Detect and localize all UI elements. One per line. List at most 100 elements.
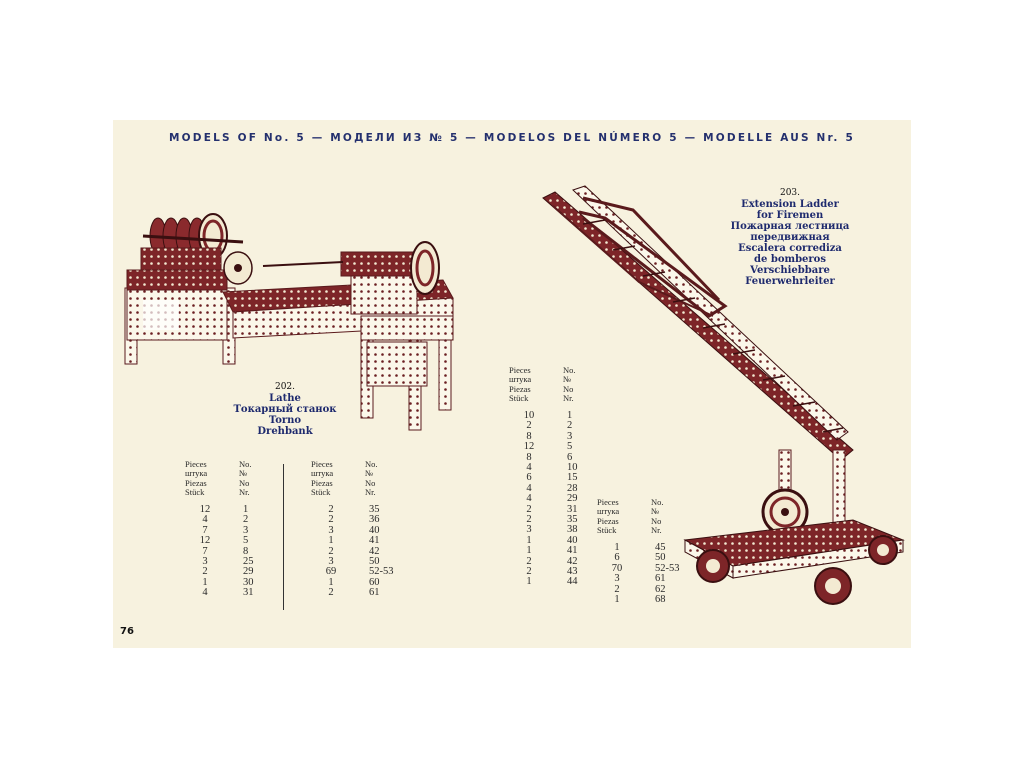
header-label: Nr. (365, 486, 376, 497)
pieces-cell: 70 (611, 562, 623, 574)
header-label: Stück (509, 392, 529, 403)
header-label: Pieces (185, 459, 207, 469)
part-number-cell: 5 (567, 441, 573, 453)
part-number-cell: 1 (243, 504, 249, 515)
header-label: № (563, 374, 572, 385)
pieces-cell: 3 (328, 556, 334, 567)
pieces-cell: 8 (526, 430, 532, 442)
model-name-line: Пожарная лестница (730, 221, 850, 232)
header-label: Stück (311, 486, 331, 497)
pieces-cell: 8 (526, 451, 532, 463)
part-number-cell: 40 (567, 534, 578, 546)
header-label: Piezas (597, 515, 619, 526)
part-number-cell: 50 (369, 556, 380, 567)
header-label: No (239, 477, 250, 488)
lathe-illustration (124, 213, 454, 431)
header-label: Piezas (311, 477, 333, 488)
part-number-cell: 25 (243, 556, 254, 567)
part-number-cell: 6 (567, 451, 573, 463)
part-number-cell: 31 (567, 503, 578, 515)
ladder-caption: 203. Extension Ladder for Firemen Пожарн… (725, 188, 855, 287)
pieces-cell: 2 (526, 566, 532, 577)
pieces-cell: 2 (328, 514, 334, 526)
pieces-cell: 4 (202, 514, 208, 526)
part-number-cell: 3 (567, 430, 573, 442)
pieces-cell: 10 (523, 410, 535, 421)
part-number-cell: 62 (655, 583, 666, 595)
header-label: № (365, 468, 374, 479)
pieces-cell: 7 (202, 545, 208, 557)
header-label: Nr. (239, 486, 250, 497)
part-number-cell: 5 (243, 535, 249, 547)
part-number-cell: 28 (567, 482, 578, 494)
pieces-cell: 1 (526, 545, 532, 557)
part-number-cell: 42 (369, 545, 380, 557)
header-label: Piezas (509, 383, 531, 394)
page-number: 76 (120, 626, 134, 637)
model-name-line: передвижная (750, 232, 830, 243)
pieces-cell: 2 (526, 503, 532, 515)
lathe-caption: 202. Lathe Токарный станок Torno Drehban… (205, 382, 365, 437)
model-name-line: Extension Ladder (741, 199, 839, 210)
pieces-cell: 4 (526, 482, 532, 494)
header-label: No (365, 477, 376, 488)
header-label: No (563, 383, 574, 394)
part-number-cell: 15 (567, 472, 578, 484)
header-label: Nr. (651, 524, 662, 535)
part-number-cell: 2 (243, 514, 249, 526)
part-number-cell: 10 (567, 462, 578, 473)
pieces-cell: 2 (614, 583, 620, 595)
header-label: Pieces (509, 365, 531, 375)
model-name-line: Escalera corrediza (738, 243, 842, 254)
header-label: Nr. (563, 392, 574, 403)
pieces-cell: 4 (202, 587, 208, 599)
part-number-cell: 2 (567, 420, 573, 432)
pieces-cell: 69 (325, 566, 337, 578)
part-number-cell: 61 (369, 587, 380, 599)
pieces-cell: 2 (202, 566, 208, 578)
header-label: Pieces (311, 459, 333, 469)
header-label: № (651, 506, 660, 517)
pieces-cell: 3 (614, 573, 620, 585)
pieces-cell: 4 (526, 462, 532, 473)
pieces-cell: 6 (526, 472, 532, 484)
pieces-cell: 1 (328, 576, 334, 588)
pieces-cell: 2 (526, 555, 532, 567)
model-name-line: for Firemen (756, 210, 824, 221)
pieces-cell: 1 (526, 534, 532, 546)
model-name-ru: Токарный станок (233, 404, 337, 415)
header-label: No. (239, 459, 252, 469)
part-number-cell: 50 (655, 552, 666, 564)
part-number-cell: 31 (243, 587, 254, 599)
part-number-cell: 35 (567, 514, 578, 525)
header-label: Stück (597, 524, 617, 535)
pieces-cell: 3 (526, 524, 532, 536)
part-number-cell: 3 (243, 524, 249, 536)
part-number-cell: 43 (567, 566, 578, 577)
header-label: штука (509, 374, 532, 385)
pieces-cell: 2 (526, 514, 532, 525)
header-label: штука (597, 506, 620, 517)
part-number-cell: 42 (567, 555, 578, 567)
pieces-cell: 1 (614, 542, 620, 553)
pieces-cell: 3 (202, 556, 208, 567)
part-number-cell: 45 (655, 542, 666, 553)
pieces-cell: 1 (526, 576, 532, 588)
header-label: Pieces (597, 497, 619, 507)
pieces-cell: 6 (614, 552, 620, 564)
part-number-cell: 60 (369, 576, 380, 588)
pieces-cell: 2 (526, 420, 532, 432)
pieces-cell: 1 (614, 594, 620, 605)
pieces-cell: 2 (328, 504, 334, 515)
pieces-cell: 1 (328, 535, 334, 547)
part-number-cell: 1 (567, 410, 573, 421)
header-label: No. (365, 459, 378, 469)
model-name-line: Verschiebbare (750, 265, 830, 276)
